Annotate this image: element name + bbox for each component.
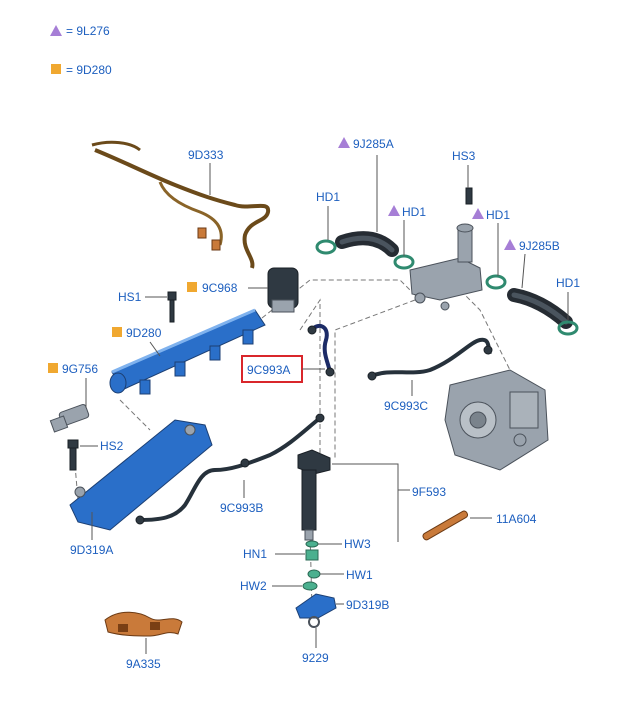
high-pressure-pump-part bbox=[444, 369, 549, 471]
fuel-line-9C993B-part bbox=[135, 413, 325, 525]
wiring-harness-part bbox=[91, 140, 271, 269]
fuel-line-9C993A-part bbox=[307, 323, 335, 377]
temperature-sensor-part bbox=[49, 403, 90, 433]
seal-hn1-part bbox=[305, 549, 319, 561]
legend: = 9L276 = 9D280 bbox=[50, 24, 112, 77]
fuel-connector-housing-part bbox=[409, 187, 483, 311]
label-9D280: 9D280 bbox=[126, 326, 162, 340]
label-HS1: HS1 bbox=[118, 290, 142, 304]
label-HN1: HN1 bbox=[243, 547, 267, 561]
triangle-legend-icon bbox=[50, 25, 62, 36]
label-9D319B: 9D319B bbox=[346, 598, 389, 612]
label-11A604: 11A604 bbox=[496, 512, 537, 526]
seal-hw1-part bbox=[307, 569, 321, 579]
label-HS3: HS3 bbox=[452, 149, 476, 163]
legend-label-triangle: = 9L276 bbox=[66, 24, 110, 38]
label-9A335: 9A335 bbox=[126, 657, 161, 671]
label-HS2: HS2 bbox=[100, 439, 124, 453]
label-HW2: HW2 bbox=[240, 579, 267, 593]
label-9G756: 9G756 bbox=[62, 362, 98, 376]
label-9C968: 9C968 bbox=[202, 281, 238, 295]
label-HD1-a: HD1 bbox=[316, 190, 340, 204]
square-legend-icon bbox=[51, 64, 61, 74]
fuel-injector-part bbox=[297, 449, 331, 541]
seal-hw2-part bbox=[302, 581, 318, 591]
bolt-hs1-part bbox=[167, 291, 177, 323]
label-9C993C: 9C993C bbox=[384, 399, 428, 413]
bracket-9D319A-part bbox=[69, 419, 213, 531]
fuel-rail-part bbox=[109, 308, 266, 395]
harness-clip-part bbox=[104, 611, 183, 637]
bracket-9D319B-part bbox=[295, 593, 337, 628]
label-9F593: 9F593 bbox=[412, 485, 446, 499]
label-HW1: HW1 bbox=[346, 568, 373, 582]
pressure-sensor-part bbox=[267, 267, 299, 313]
label-9J285B: 9J285B bbox=[519, 239, 560, 253]
label-9J285A: 9J285A bbox=[353, 137, 394, 151]
label-HD1-c: HD1 bbox=[486, 208, 510, 222]
label-9D319A: 9D319A bbox=[70, 543, 113, 557]
label-HW3: HW3 bbox=[344, 537, 371, 551]
legend-label-square: = 9D280 bbox=[66, 63, 112, 77]
label-9229: 9229 bbox=[302, 651, 329, 665]
label-9D333: 9D333 bbox=[188, 148, 224, 162]
hose-9J285B-part bbox=[507, 288, 573, 329]
bolt-hs2-part bbox=[67, 439, 79, 471]
label-9C993B: 9C993B bbox=[220, 501, 263, 515]
label-HD1-b: HD1 bbox=[402, 205, 426, 219]
seal-hw3-part bbox=[305, 540, 319, 548]
glow-plug-part bbox=[422, 510, 469, 541]
hose-clamps bbox=[315, 239, 579, 336]
label-9C993A: 9C993A bbox=[247, 363, 290, 377]
label-HD1-d: HD1 bbox=[556, 276, 580, 290]
fuel-line-9C993C-part bbox=[367, 337, 493, 381]
hose-9J285A-part bbox=[335, 231, 399, 257]
